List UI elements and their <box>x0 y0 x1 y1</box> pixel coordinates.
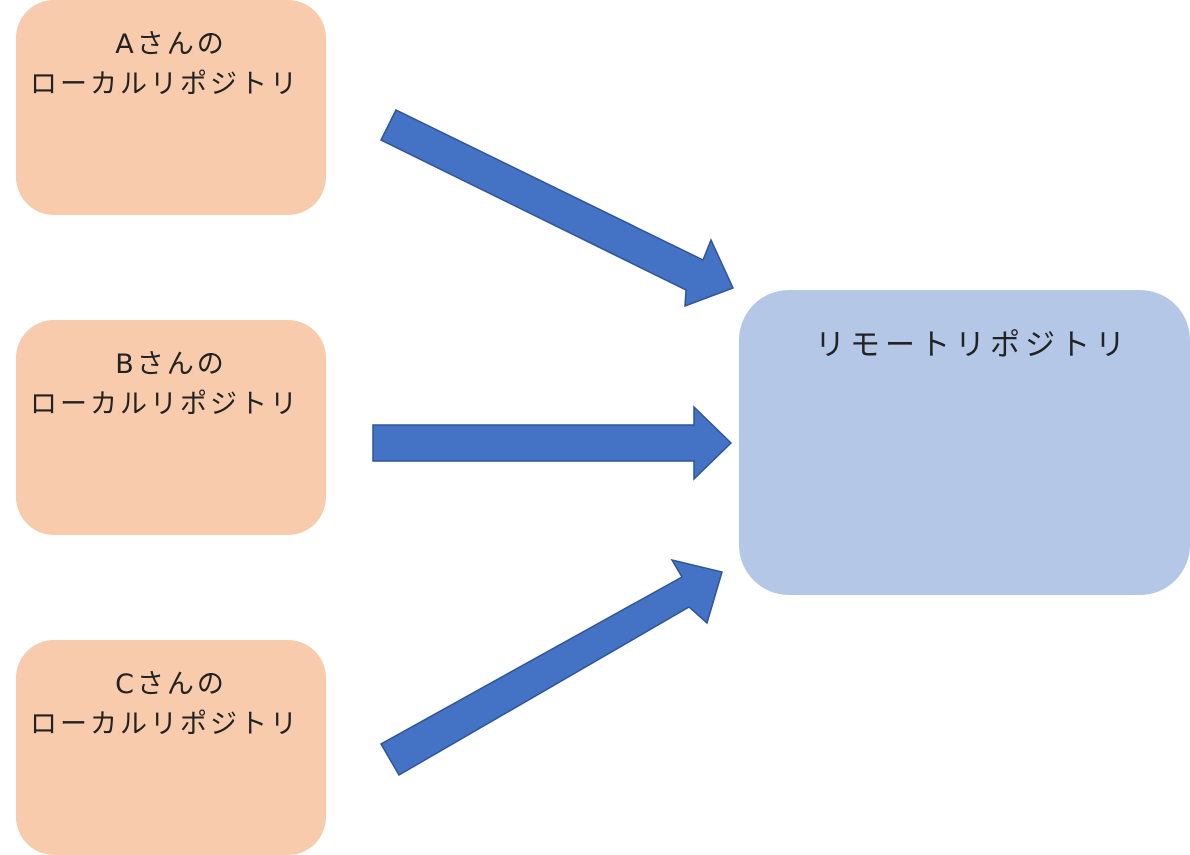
remote-repository-box: リモートリポジトリ <box>739 290 1190 595</box>
local-repository-a-owner: Aさんの <box>115 29 227 60</box>
local-repository-b-type: ローカルリポジトリ <box>30 389 300 420</box>
local-repository-a-box: Aさんの ローカルリポジトリ <box>16 0 326 215</box>
local-repository-c-owner: Cさんの <box>115 669 227 700</box>
local-repository-b-box: Bさんの ローカルリポジトリ <box>16 320 326 535</box>
local-repository-a-type: ローカルリポジトリ <box>30 69 300 100</box>
arrow-b-to-remote <box>372 405 733 481</box>
local-repository-c-type: ローカルリポジトリ <box>30 709 300 740</box>
local-repository-c-box: Cさんの ローカルリポジトリ <box>16 640 326 855</box>
remote-repository-label: リモートリポジトリ <box>815 328 1130 363</box>
arrow-c-to-remote <box>379 558 723 777</box>
arrow-a-to-remote <box>379 108 735 308</box>
local-repository-b-owner: Bさんの <box>115 349 227 380</box>
